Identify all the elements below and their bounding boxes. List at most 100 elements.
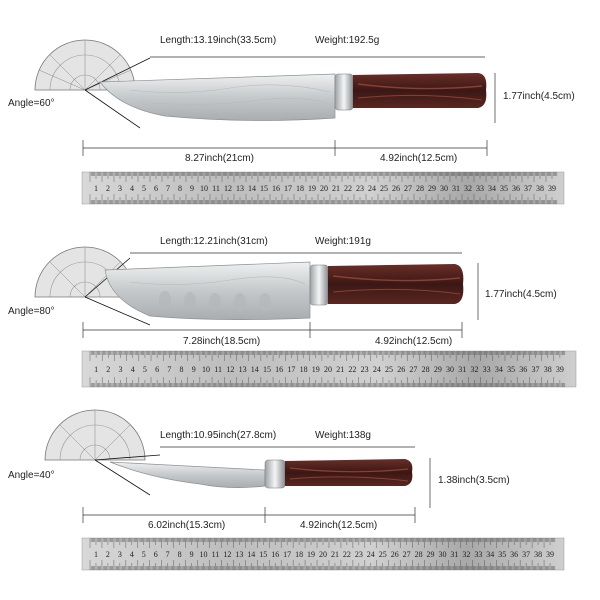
ruler-number: 7 xyxy=(166,184,170,193)
ruler-number: 18 xyxy=(296,184,304,193)
ruler-number: 29 xyxy=(434,365,442,374)
ruler-number: 27 xyxy=(403,550,411,559)
ruler-number: 23 xyxy=(355,550,363,559)
ruler-number: 10 xyxy=(200,550,208,559)
angle-label: Angle=80° xyxy=(8,306,55,317)
ruler-number: 18 xyxy=(300,365,308,374)
blade-length-label: 6.02inch(15.3cm) xyxy=(148,520,226,531)
ruler-number: 6 xyxy=(154,550,158,559)
ruler-number: 23 xyxy=(361,365,369,374)
ruler-number: 3 xyxy=(118,550,122,559)
ruler-number: 17 xyxy=(287,365,295,374)
ruler-number: 20 xyxy=(324,365,332,374)
ruler-number: 37 xyxy=(531,365,539,374)
ruler-number: 31 xyxy=(452,184,460,193)
ruler-number: 30 xyxy=(438,550,446,559)
ruler-number: 17 xyxy=(283,550,291,559)
ruler-number: 20 xyxy=(319,550,327,559)
blade-length-label: 8.27inch(21cm) xyxy=(185,153,254,164)
ruler-number: 26 xyxy=(392,184,400,193)
ruler-number: 36 xyxy=(512,184,520,193)
ruler-number: 4 xyxy=(131,365,135,374)
knife-blade xyxy=(109,461,266,488)
ruler-number: 3 xyxy=(118,184,122,193)
ruler-number: 21 xyxy=(336,365,344,374)
ruler-number: 18 xyxy=(295,550,303,559)
ruler-number: 16 xyxy=(275,365,283,374)
ruler-number: 4 xyxy=(130,550,134,559)
ruler-number: 22 xyxy=(348,365,356,374)
ruler-number: 15 xyxy=(259,550,267,559)
ruler-number: 9 xyxy=(192,365,196,374)
knife-handle xyxy=(353,73,487,108)
ruler-number: 6 xyxy=(155,365,159,374)
protractor-icon xyxy=(44,409,161,496)
ruler-number: 11 xyxy=(212,550,220,559)
ruler-number: 29 xyxy=(427,550,435,559)
ruler-number: 2 xyxy=(106,184,110,193)
ruler-number: 33 xyxy=(483,365,491,374)
ruler-number: 3 xyxy=(119,365,123,374)
ruler-number: 31 xyxy=(458,365,466,374)
ruler-number: 2 xyxy=(106,365,110,374)
length-label: Length:13.19inch(33.5cm) xyxy=(160,35,277,46)
handle-length-label: 4.92inch(12.5cm) xyxy=(380,153,458,164)
ruler-number: 28 xyxy=(416,184,424,193)
height-label: 1.77inch(4.5cm) xyxy=(503,91,575,102)
ruler-number: 35 xyxy=(498,550,506,559)
ruler-number: 14 xyxy=(247,550,255,559)
ruler-number: 35 xyxy=(500,184,508,193)
ruler-number: 9 xyxy=(190,184,194,193)
ruler-number: 21 xyxy=(331,550,339,559)
ruler-number: 10 xyxy=(200,184,208,193)
ruler-number: 25 xyxy=(380,184,388,193)
ruler-number: 38 xyxy=(534,550,542,559)
ruler-number: 12 xyxy=(223,550,231,559)
ruler-number: 11 xyxy=(214,365,222,374)
knife-bolster xyxy=(264,459,286,489)
ruler-number: 24 xyxy=(373,365,381,374)
knife-handle xyxy=(328,264,464,304)
ruler-number: 32 xyxy=(470,365,478,374)
ruler-number: 22 xyxy=(343,550,351,559)
knife-blade xyxy=(104,261,311,320)
weight-label: Weight:191g xyxy=(315,236,371,247)
ruler-number: 9 xyxy=(190,550,194,559)
ruler-number: 1 xyxy=(94,184,98,193)
length-label: Length:12.21inch(31cm) xyxy=(160,236,268,247)
ruler-number: 24 xyxy=(367,550,375,559)
ruler-number: 27 xyxy=(409,365,417,374)
ruler-number: 29 xyxy=(428,184,436,193)
ruler-number: 36 xyxy=(510,550,518,559)
ruler-number: 2 xyxy=(106,550,110,559)
ruler-number: 37 xyxy=(522,550,530,559)
length-label: Length:10.95inch(27.8cm) xyxy=(160,430,277,441)
blade-length-label: 7.28inch(18.5cm) xyxy=(183,336,261,347)
ruler-number: 28 xyxy=(415,550,423,559)
ruler-number: 12 xyxy=(226,365,234,374)
ruler-number: 20 xyxy=(320,184,328,193)
ruler-number: 33 xyxy=(476,184,484,193)
ruler-number: 19 xyxy=(307,550,315,559)
knife-bolster xyxy=(334,73,354,111)
ruler-number: 34 xyxy=(488,184,496,193)
ruler-number: 38 xyxy=(544,365,552,374)
ruler-number: 39 xyxy=(556,365,564,374)
ruler-number: 5 xyxy=(143,365,147,374)
ruler-number: 15 xyxy=(260,184,268,193)
handle-length-label: 4.92inch(12.5cm) xyxy=(375,336,453,347)
ruler-number: 30 xyxy=(446,365,454,374)
handle-length-label: 4.92inch(12.5cm) xyxy=(300,520,378,531)
ruler-number: 5 xyxy=(142,184,146,193)
ruler-number: 4 xyxy=(130,184,134,193)
ruler-number: 21 xyxy=(332,184,340,193)
ruler-number: 39 xyxy=(548,184,556,193)
ruler-number: 7 xyxy=(166,550,170,559)
ruler-number: 8 xyxy=(180,365,184,374)
ruler-number: 8 xyxy=(178,184,182,193)
